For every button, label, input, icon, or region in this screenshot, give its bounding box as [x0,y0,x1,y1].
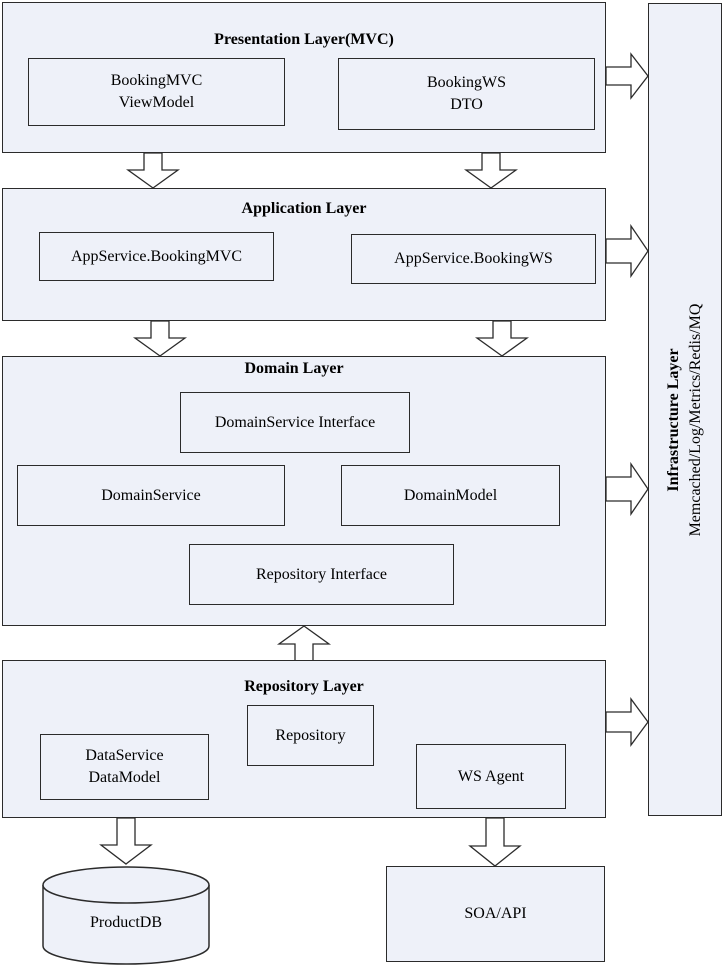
arrow-presentation-to-application-right [463,152,519,189]
domain-service-interface-box[interactable]: DomainService Interface [180,392,410,453]
repository-interface-box[interactable]: Repository Interface [189,544,454,605]
arrow-repository-to-infrastructure [605,697,649,747]
productdb-label: ProductDB [90,914,162,931]
domain-model-box[interactable]: DomainModel [341,465,560,526]
ws-agent-box[interactable]: WS Agent [416,744,566,809]
infrastructure-layer-title: Infrastructure Layer [665,348,682,492]
view-model-label: ViewModel [118,94,195,111]
booking-ws-box[interactable]: BookingWS DTO [338,58,595,130]
arrow-application-to-domain-right [474,320,530,357]
application-layer-title: Application Layer [241,200,367,217]
repository-box[interactable]: Repository [247,705,374,766]
dto-label: DTO [450,96,483,113]
presentation-layer-title: Presentation Layer(MVC) [214,31,394,48]
data-service-box[interactable]: DataService DataModel [40,734,209,800]
app-service-booking-mvc-box[interactable]: AppService.BookingMVC [39,232,274,281]
repository-layer-title: Repository Layer [244,678,364,695]
data-model-label: DataModel [88,769,161,786]
domain-layer-title: Domain Layer [244,360,344,377]
arrow-application-to-domain-left [132,320,188,357]
arrow-repository-to-soa [468,817,522,867]
soa-api-box[interactable]: SOA/API [386,866,605,962]
arrow-domain-to-infrastructure [605,461,649,517]
domain-service-box[interactable]: DomainService [17,465,285,526]
infrastructure-layer [648,3,722,816]
arrow-presentation-to-application-left [125,152,181,189]
arrow-presentation-to-infrastructure [605,52,649,100]
arrow-repository-to-domain [276,625,332,662]
app-service-booking-ws-box[interactable]: AppService.BookingWS [351,234,596,284]
arrow-repository-to-productdb [99,817,153,865]
booking-mvc-label: BookingMVC [110,72,203,89]
arrow-application-to-infrastructure [605,223,649,279]
infrastructure-layer-subtitle: Memcached/Log/Metrics/Redis/MQ [687,303,704,537]
booking-ws-label: BookingWS [426,74,507,91]
booking-mvc-box[interactable]: BookingMVC ViewModel [28,58,285,126]
data-service-label: DataService [85,747,164,764]
productdb-cylinder [42,866,210,965]
